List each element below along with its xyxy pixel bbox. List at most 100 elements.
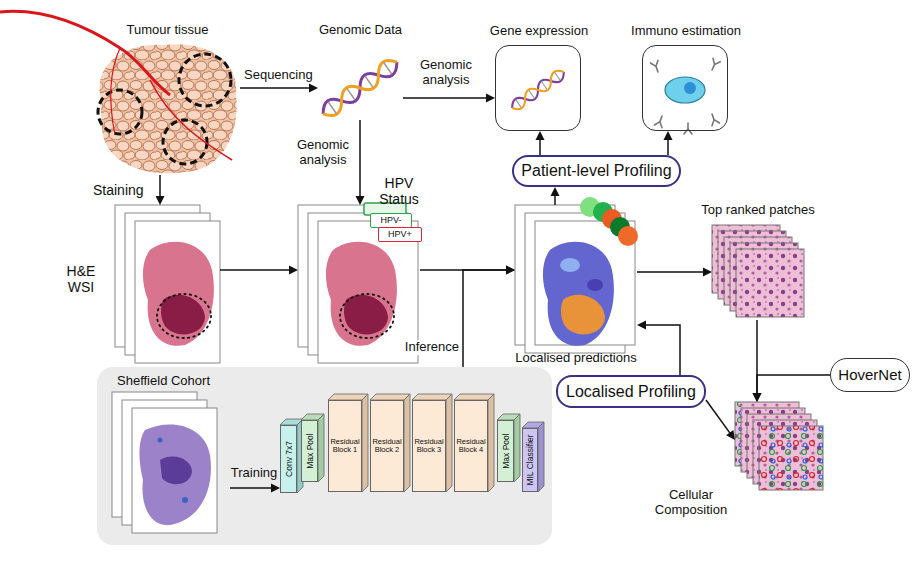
layer-faces xyxy=(514,414,520,482)
connector xyxy=(463,266,515,368)
tissue-illustration: Tumour tissue xyxy=(95,45,240,175)
edge-label: Sequencing xyxy=(243,68,319,83)
cohort-slides xyxy=(132,408,217,533)
connector xyxy=(551,187,560,205)
patch-squares xyxy=(712,225,823,490)
node-label: Genomic Data xyxy=(308,23,413,38)
tumour-tissue xyxy=(179,54,231,106)
icon-box: Immuno estimation xyxy=(642,45,728,131)
immune-cell-icon xyxy=(708,58,720,71)
connector xyxy=(220,266,298,275)
cohort-slides xyxy=(158,438,163,443)
arrow-head xyxy=(289,266,298,275)
tumour-tissue xyxy=(150,80,232,160)
arrow-head xyxy=(506,266,515,275)
prediction-dots xyxy=(618,226,638,246)
node-label: HPV Status xyxy=(374,175,424,207)
cohort-slides xyxy=(139,424,210,525)
box-label: Residual Block 2 xyxy=(371,438,403,455)
connector-line xyxy=(403,97,488,99)
cohort-panel xyxy=(97,367,552,545)
tumour-tissue xyxy=(100,44,237,173)
segmentation-overlay xyxy=(735,402,741,466)
patch-stack: Cellular Composition xyxy=(735,402,823,492)
cohort-panel: Sheffield CohortConv 7x7Max PoolResidual… xyxy=(97,367,552,545)
connector-line xyxy=(463,270,508,367)
box-label: HPV- xyxy=(380,216,401,226)
arrow-head xyxy=(637,321,646,330)
layer-faces xyxy=(280,394,544,493)
wsi-slides xyxy=(135,221,220,363)
connector-line xyxy=(220,269,291,271)
layer-faces xyxy=(404,394,410,492)
connector xyxy=(706,400,735,440)
node-label: Localised predictions xyxy=(500,351,652,366)
tissue-section xyxy=(560,258,580,272)
node-label: Top ranked patches xyxy=(690,203,826,218)
immune-cell-icon xyxy=(684,123,692,134)
connector xyxy=(403,94,495,103)
connector-line xyxy=(159,175,161,198)
connector xyxy=(156,175,165,205)
tissue-section xyxy=(561,295,605,335)
arrow-head xyxy=(753,393,762,402)
arrow-head xyxy=(551,187,560,196)
icon-box: Gene expression xyxy=(495,45,581,131)
edge-label: Genomic analysis xyxy=(408,58,484,88)
immune-cell-icon xyxy=(650,60,661,73)
immune-cell-icon xyxy=(650,58,720,134)
wsi-stack: H&E WSI xyxy=(115,205,220,363)
connector xyxy=(637,321,680,376)
box-label: HPV+ xyxy=(388,230,412,240)
training-arrow xyxy=(230,484,280,493)
segmentation-overlay xyxy=(759,426,823,490)
connector xyxy=(536,131,545,155)
tissue-section xyxy=(143,242,614,346)
arrow-head xyxy=(506,266,515,275)
network-layer: Residual Block 4 xyxy=(454,400,488,492)
tissue-section xyxy=(143,242,214,346)
arrow-head xyxy=(156,196,165,205)
cohort-panel xyxy=(97,367,552,545)
layer-faces xyxy=(488,394,494,492)
connector xyxy=(664,131,673,155)
box-label: Localised Profiling xyxy=(566,383,696,401)
edge-label: Genomic analysis xyxy=(290,138,356,168)
layer-faces xyxy=(318,414,324,482)
box-label: Max Pool xyxy=(305,433,314,468)
network-layer: MIL Classifier xyxy=(522,428,538,492)
box-label: Residual Block 1 xyxy=(329,438,361,455)
profiling-box: Patient-level Profiling xyxy=(512,155,681,187)
box-label: MIL Classifier xyxy=(526,434,535,485)
tumour-tissue xyxy=(111,48,120,135)
dna-icon xyxy=(319,56,402,121)
cohort-slides xyxy=(112,392,217,533)
arrow-head xyxy=(486,94,495,103)
network-layer: Residual Block 1 xyxy=(328,400,362,492)
free-label: Training xyxy=(226,466,282,481)
network-layer: Residual Block 3 xyxy=(412,400,446,492)
connector-line xyxy=(644,325,680,375)
connector-line xyxy=(757,375,830,395)
patch-squares xyxy=(736,249,804,317)
dna-icon xyxy=(509,67,567,112)
network-layer: Conv 7x7 xyxy=(280,425,297,493)
tool-box: HoverNet xyxy=(830,358,910,392)
box-label: Residual Block 4 xyxy=(455,438,487,455)
status-tag: HPV- xyxy=(370,213,412,228)
arrow-head xyxy=(664,131,673,140)
arrow-head xyxy=(356,196,365,205)
box-label: Max Pool xyxy=(501,433,510,468)
node-label: H&E WSI xyxy=(59,263,103,295)
node-label: Cellular Composition xyxy=(651,488,731,518)
profiling-box: Localised Profiling xyxy=(556,375,706,408)
immune-cell-icon xyxy=(654,115,665,128)
connector-line xyxy=(667,138,669,155)
immune-cell-icon xyxy=(708,113,719,126)
layer-faces xyxy=(362,394,368,492)
box-label: Conv 7x7 xyxy=(284,441,293,477)
status-tag: HPV+ xyxy=(378,227,422,242)
connector-line xyxy=(637,271,705,273)
immune-cell-icon xyxy=(684,82,696,94)
